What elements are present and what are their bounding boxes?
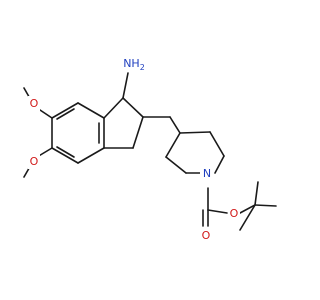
structure-canvas: NH2 O O N O <box>23 56 277 243</box>
bond <box>209 131 225 157</box>
ester-oxygen: O <box>228 206 240 221</box>
methoxy-oxygen-bottom-label: O <box>30 155 39 168</box>
amine-label-main: NH <box>123 57 140 70</box>
bond <box>122 72 129 99</box>
methoxy-oxygen-top: O <box>28 96 40 111</box>
bond <box>254 181 259 206</box>
bond <box>165 156 187 174</box>
bond <box>103 97 124 119</box>
amine-label-subscript: 2 <box>140 63 145 72</box>
methoxy-oxygen-top-label: O <box>30 97 39 110</box>
bond <box>77 147 105 164</box>
bond <box>239 204 256 231</box>
bond <box>56 146 75 158</box>
bond <box>56 108 75 120</box>
bond <box>122 97 144 118</box>
bond <box>51 102 79 119</box>
methoxy-oxygen-bottom: O <box>28 154 40 169</box>
carbonyl-oxygen: O <box>200 228 212 243</box>
bond <box>132 116 144 149</box>
bond <box>239 204 256 214</box>
piperidine-nitrogen: N <box>200 166 214 182</box>
bond <box>214 155 225 174</box>
amine-label: NH2 <box>123 56 148 72</box>
bond <box>207 209 228 214</box>
bond <box>179 131 211 134</box>
piperidine-nitrogen-label: N <box>203 167 211 180</box>
bond <box>254 204 277 207</box>
bond <box>77 102 105 119</box>
bonds <box>23 72 277 231</box>
carbonyl-oxygen-label: O <box>202 229 211 242</box>
atom-labels: NH2 O O N O <box>28 56 240 243</box>
ester-oxygen-label: O <box>230 207 239 220</box>
bond <box>169 116 181 134</box>
molecule-diagram: NH2 O O N O <box>23 56 277 243</box>
bond <box>165 132 181 158</box>
bond <box>51 147 79 164</box>
svg-text:NH2: NH2 <box>123 57 145 72</box>
